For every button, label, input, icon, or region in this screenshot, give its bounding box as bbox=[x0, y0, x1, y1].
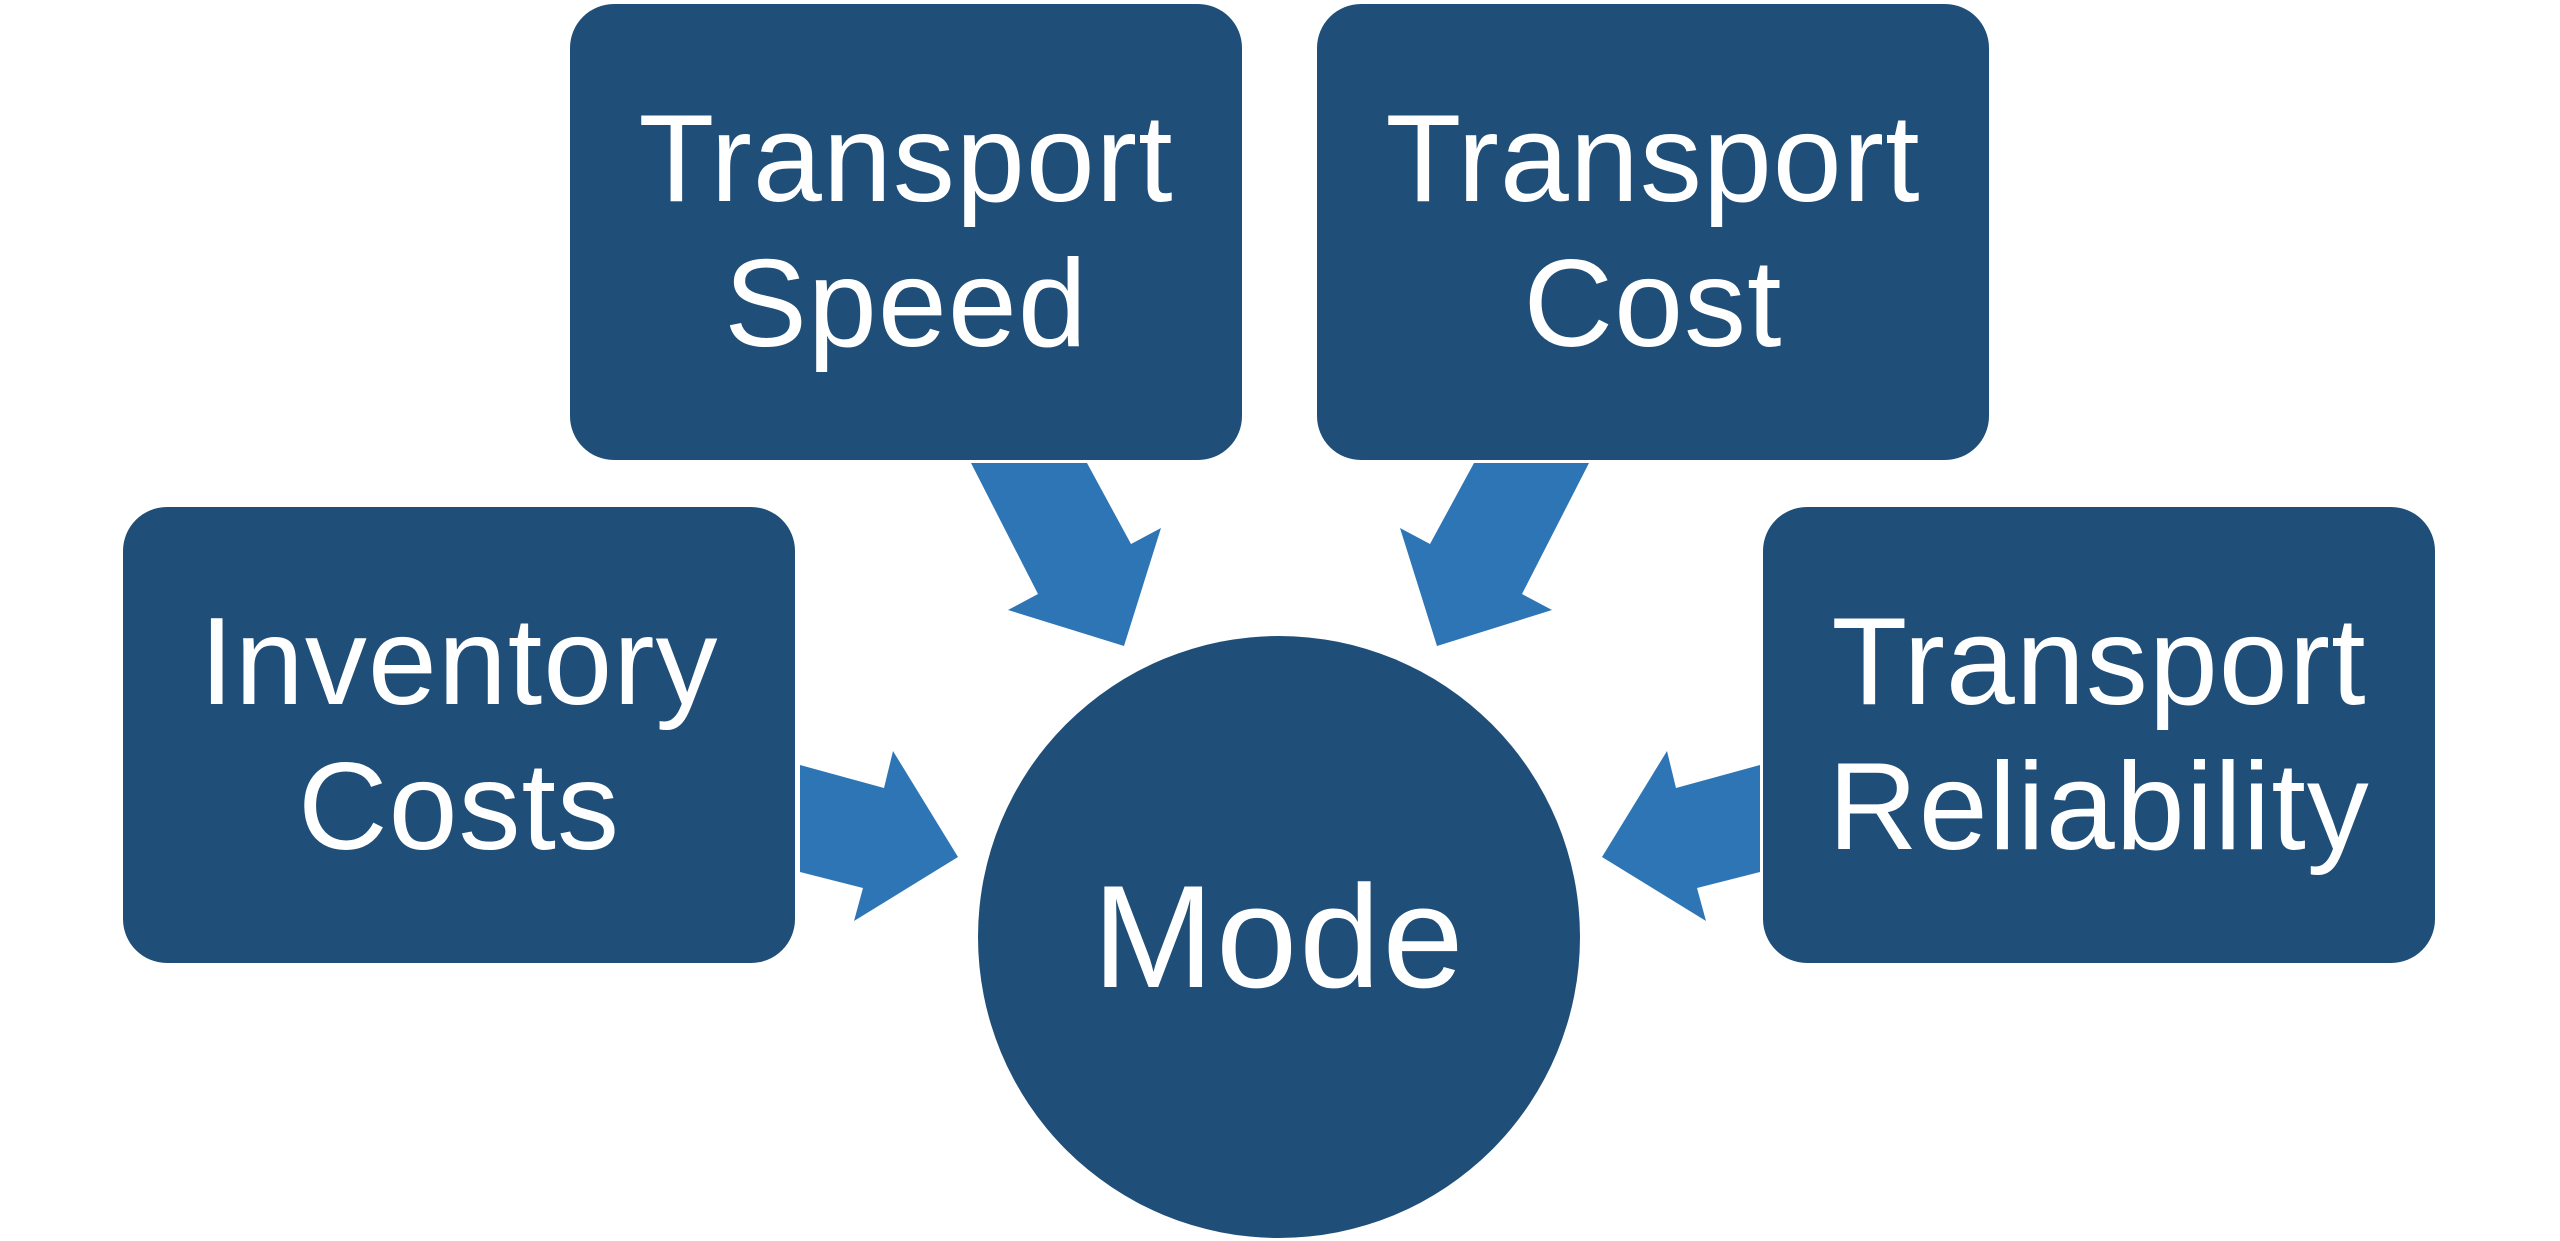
transport-speed-box: Transport Speed bbox=[570, 4, 1242, 460]
arrow-from-transport-reliability bbox=[1602, 751, 1760, 921]
transport-speed-label: Transport Speed bbox=[638, 89, 1174, 373]
inventory-costs-label: Inventory Costs bbox=[199, 592, 719, 876]
transport-cost-box: Transport Cost bbox=[1317, 4, 1989, 460]
arrow-from-inventory-costs bbox=[800, 751, 958, 921]
transport-cost-label: Transport Cost bbox=[1385, 89, 1921, 373]
transport-reliability-label: Transport Reliability bbox=[1828, 592, 2370, 876]
arrow-from-transport-cost bbox=[1400, 463, 1589, 646]
mode-circle: Mode bbox=[978, 636, 1580, 1238]
arrow-from-transport-speed bbox=[971, 463, 1161, 646]
inventory-costs-box: Inventory Costs bbox=[123, 507, 795, 963]
mode-label: Mode bbox=[1092, 855, 1466, 1018]
transport-reliability-box: Transport Reliability bbox=[1763, 507, 2435, 963]
